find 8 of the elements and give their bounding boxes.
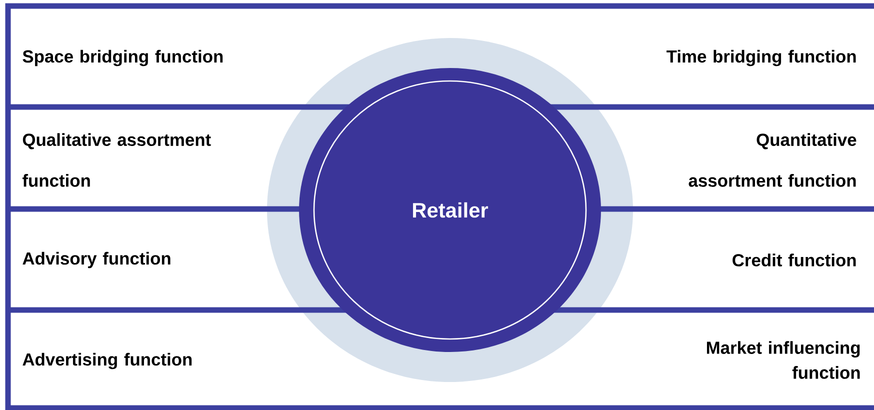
function-label: Space bridging function [22, 50, 223, 66]
function-label: Credit function [732, 254, 856, 266]
function-label: Qualitative assortment function [22, 133, 211, 187]
function-label: Advertising function [22, 352, 192, 370]
function-label: Quantitative assortment function [688, 133, 856, 187]
function-label: Advisory function [22, 252, 170, 268]
function-label: Market influencing function [706, 341, 860, 379]
function-label: Time bridging function [666, 50, 856, 66]
